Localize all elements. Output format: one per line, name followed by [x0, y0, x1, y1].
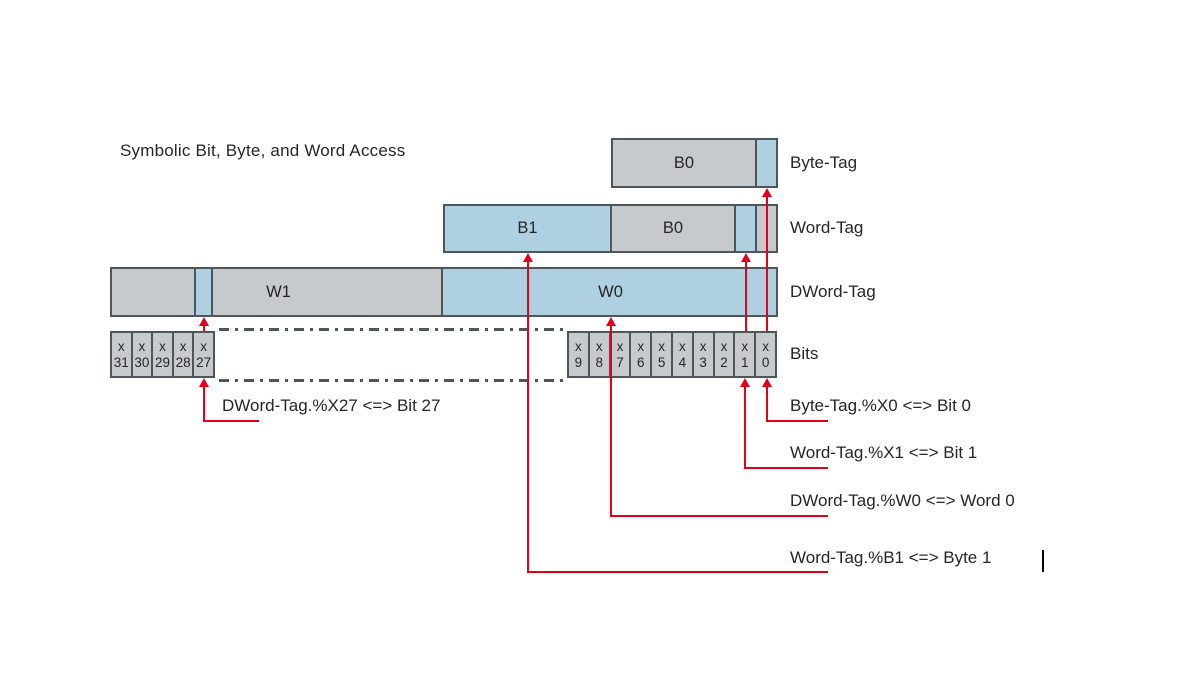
bit-marker: x [179, 339, 187, 355]
word0-callout-vline [610, 325, 612, 517]
dword-tag-w0-segment [441, 269, 776, 315]
bit-marker: x [117, 339, 125, 355]
bit-number: 3 [699, 354, 707, 370]
bit-marker: x [699, 339, 707, 355]
bit-number: 8 [595, 354, 603, 370]
bit-marker: x [200, 339, 208, 355]
bit27-lower-arrowhead [199, 378, 209, 387]
bit-marker: x [762, 339, 769, 355]
bit-number: 0 [761, 354, 770, 370]
bit-marker: x [159, 339, 166, 355]
byte-tag-row-label: Byte-Tag [790, 153, 858, 172]
annotation-byte1: Word-Tag.%B1 <=> Byte 1 [790, 548, 992, 567]
byte-tag-bit0-segment [755, 140, 776, 186]
diagram-title: Symbolic Bit, Byte, and Word Access [120, 141, 406, 160]
word-tag-b0-segment: B0 [610, 206, 734, 251]
bit27-callout-hline [203, 420, 259, 422]
bit0-arrowhead [762, 188, 772, 197]
dword-tag-box: W1 W0 [110, 267, 778, 317]
bit-number: 5 [657, 354, 666, 370]
annotation-bit27: DWord-Tag.%X27 <=> Bit 27 [222, 396, 441, 415]
bits-ellipsis-top-line [219, 328, 563, 331]
byte1-arrowhead [523, 253, 533, 262]
bit-number: 30 [134, 354, 150, 370]
word0-arrowhead [606, 317, 616, 326]
bit1-arrowhead [741, 253, 751, 262]
bit1-callout-hline [744, 467, 828, 469]
word-tag-row-label: Word-Tag [790, 218, 864, 237]
bit-marker: x [720, 339, 728, 355]
bit-marker: x [679, 339, 686, 355]
annotation-bit0: Byte-Tag.%X0 <=> Bit 0 [790, 396, 971, 415]
word0-callout-hline [610, 515, 828, 517]
byte1-callout-hline [527, 571, 828, 573]
word-tag-box: B1 B0 [443, 204, 778, 253]
word-tag-bit1-segment [734, 206, 755, 251]
bit-marker: x [658, 339, 665, 355]
bit-marker: x [575, 339, 582, 355]
bit-number: 29 [154, 354, 170, 370]
bit-number: 1 [741, 354, 749, 370]
bit-marker: x [741, 339, 749, 355]
word-tag-b0-label: B0 [662, 219, 684, 237]
bit-marker: x [616, 339, 624, 355]
bit1-vline-upper [745, 261, 747, 331]
bit-number: 9 [574, 354, 583, 370]
bits-row-label: Bits [790, 344, 819, 363]
bit-number: 4 [678, 354, 687, 370]
dword-tag-bit27-segment [194, 269, 211, 315]
bit0-lower-arrowhead [762, 378, 772, 387]
bit-marker: x [637, 339, 645, 355]
bit0-callout-vline [766, 386, 768, 422]
bit-number: 27 [196, 354, 212, 370]
word-tag-b1-segment: B1 [445, 206, 610, 251]
word-tag-bit0-segment [755, 206, 776, 251]
bits-ellipsis-bottom-line [219, 379, 563, 382]
bit0-vline-upper [766, 196, 768, 331]
bit0-callout-hline [766, 420, 828, 422]
bit-marker: x [595, 339, 603, 355]
bit-number: 6 [637, 354, 645, 370]
text-cursor-bar [1042, 550, 1044, 572]
bit27-upper-arrow-line [203, 324, 205, 331]
word-tag-b1-label: B1 [517, 219, 538, 237]
bit-number: 7 [616, 354, 624, 370]
bit-marker: x [138, 339, 146, 355]
byte-tag-b0-segment: B0 [613, 140, 755, 186]
bit1-lower-arrowhead [740, 378, 750, 387]
bit-number: 2 [720, 354, 728, 370]
bit27-callout-vline [203, 386, 205, 422]
dword-tag-w1-lower-segment [211, 269, 441, 315]
annotation-word0: DWord-Tag.%W0 <=> Word 0 [790, 491, 1015, 510]
bit1-callout-vline [744, 386, 746, 469]
byte-tag-box: B0 [611, 138, 778, 188]
bit27-upper-arrowhead [199, 317, 209, 326]
dword-tag-w1-upper-segment [112, 269, 194, 315]
dword-tag-row-label: DWord-Tag [790, 282, 876, 301]
bit-number: 28 [175, 354, 191, 370]
annotation-bit1: Word-Tag.%X1 <=> Bit 1 [790, 443, 978, 462]
bit-number: 31 [113, 354, 129, 370]
byte1-callout-vline [527, 261, 529, 573]
byte-tag-b0-label: B0 [673, 153, 695, 172]
